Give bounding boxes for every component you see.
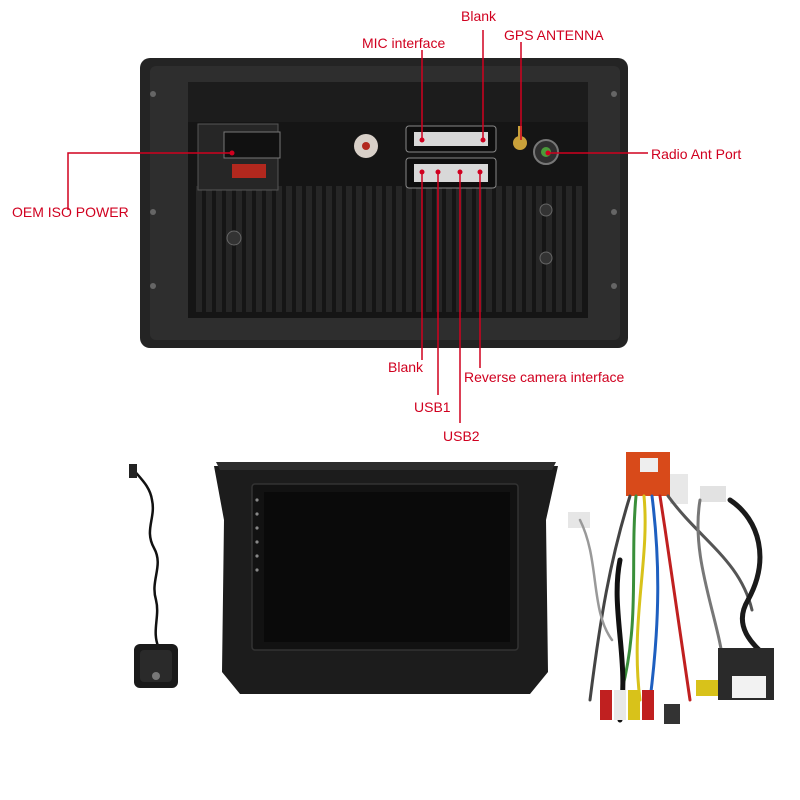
heat-sink-fins	[196, 186, 582, 312]
label-gps-antenna: GPS ANTENNA	[504, 27, 604, 43]
label-radio-ant-port: Radio Ant Port	[651, 146, 742, 162]
head-unit-rear	[140, 58, 628, 348]
wiring-harness-icon	[568, 452, 774, 724]
label-usb2: USB2	[443, 428, 480, 444]
label-blank-bottom: Blank	[388, 359, 424, 375]
label-blank-top: Blank	[461, 8, 497, 24]
callout-dots	[229, 137, 551, 175]
label-mic-interface: MIC interface	[362, 35, 446, 51]
callout-lines	[67, 30, 648, 423]
label-reverse-camera-interface: Reverse camera interface	[464, 369, 625, 385]
gps-antenna-module-icon	[129, 464, 178, 688]
label-oem-iso-power: OEM ISO POWER	[12, 204, 129, 220]
head-unit-front-icon	[214, 462, 558, 694]
label-usb1: USB1	[414, 399, 451, 415]
